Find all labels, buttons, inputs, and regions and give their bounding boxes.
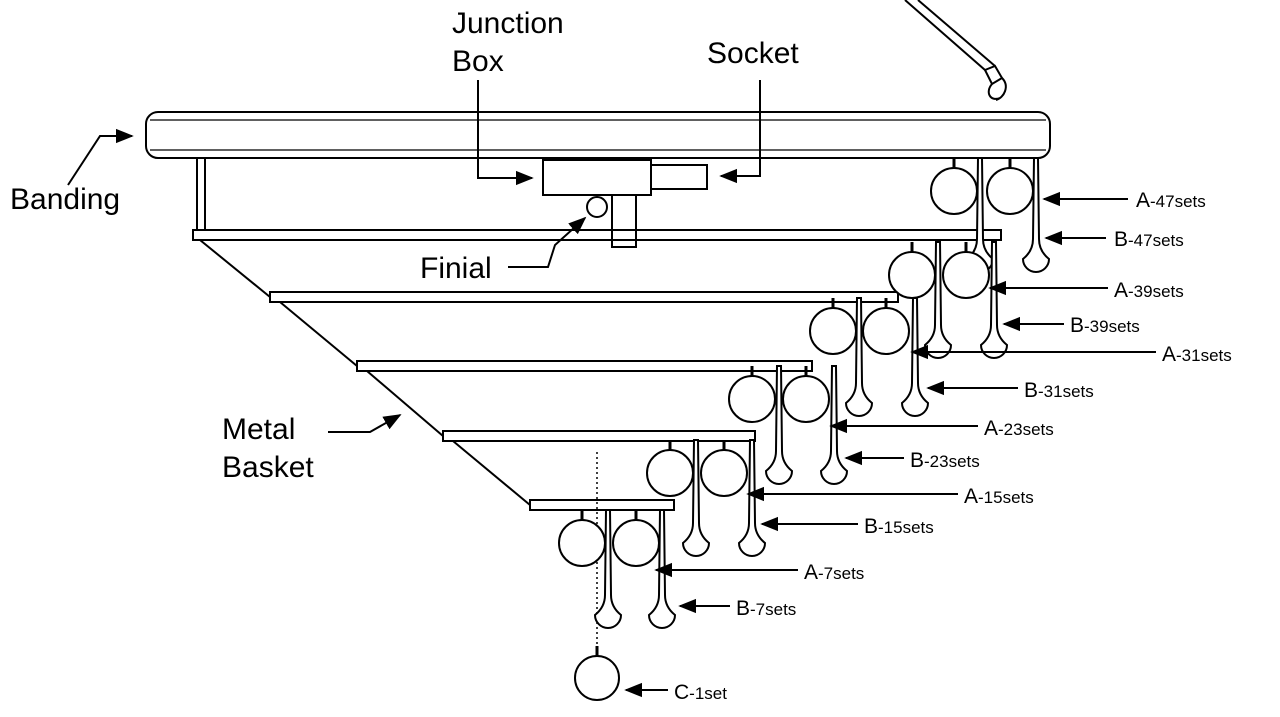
junction-box xyxy=(542,159,652,196)
crystal-a-ball xyxy=(942,242,990,299)
crystal-b-drop xyxy=(764,365,794,485)
metal-basket xyxy=(192,158,1002,511)
finial-label: Finial xyxy=(420,252,492,285)
callout-label-b15: B-15sets xyxy=(864,515,934,538)
junction-box-label-line2: Box xyxy=(452,45,504,78)
center-stem xyxy=(611,194,637,248)
metal-basket-label-line2: Basket xyxy=(222,451,314,484)
hanging-rod-icon xyxy=(904,0,1007,101)
crystal-b-drop xyxy=(900,297,930,417)
banding-ring xyxy=(145,111,1051,159)
socket xyxy=(650,164,708,190)
crystal-a-ball xyxy=(646,440,694,497)
crystal-drops xyxy=(558,157,1051,701)
crystal-b-drop xyxy=(923,241,953,359)
callout-label-a15: A-15sets xyxy=(964,485,1034,508)
crystal-a-ball xyxy=(700,440,748,497)
crystal-b-drop xyxy=(593,509,623,629)
crystal-a-ball xyxy=(728,366,776,423)
crystal-a-ball xyxy=(986,158,1034,215)
banding-label: Banding xyxy=(10,183,120,216)
callout-label-b23: B-23sets xyxy=(910,449,980,472)
callout-label-b47: B-47sets xyxy=(1114,228,1184,251)
crystal-b-drop xyxy=(737,439,767,557)
callout-label-a39: A-39sets xyxy=(1114,279,1184,302)
crystal-b-drop xyxy=(681,439,711,557)
crystal-a-ball xyxy=(930,158,978,215)
crystal-a-ball xyxy=(888,242,936,299)
callout-label-a23: A-23sets xyxy=(984,417,1054,440)
crystal-a-ball xyxy=(782,366,830,423)
crystal-a-ball xyxy=(809,298,857,355)
callout-arrows xyxy=(67,80,1156,698)
callout-label-b7: B-7sets xyxy=(736,597,796,620)
junction-box-label-line1: Junction xyxy=(452,7,564,40)
callout-label-a47: A-47sets xyxy=(1136,189,1206,212)
callout-label-a7: A-7sets xyxy=(804,561,864,584)
crystal-b-drop xyxy=(1021,157,1051,273)
crystal-a-ball xyxy=(558,510,606,567)
metal-basket-label-line1: Metal xyxy=(222,413,295,446)
crystal-a-ball xyxy=(862,298,910,355)
callout-label-b39: B-39sets xyxy=(1070,314,1140,337)
crystal-b-drop xyxy=(844,297,874,417)
callout-label-c1: C-1set xyxy=(674,681,727,704)
callout-label-b31: B-31sets xyxy=(1024,379,1094,402)
crystal-a-ball xyxy=(612,510,660,567)
crystal-c-ball xyxy=(574,646,620,701)
finial-icon xyxy=(586,196,608,218)
callout-label-a31: A-31sets xyxy=(1162,343,1232,366)
crystal-b-drop xyxy=(979,241,1009,359)
socket-label: Socket xyxy=(707,37,799,70)
